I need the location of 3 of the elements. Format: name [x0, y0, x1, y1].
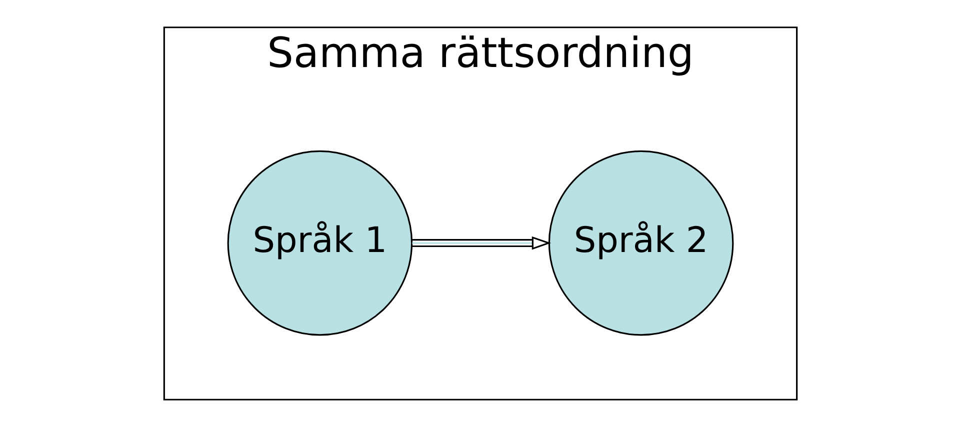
node-circle: Språk 2	[548, 150, 734, 336]
arrow	[412, 236, 552, 250]
node-circle: Språk 1	[227, 150, 413, 336]
